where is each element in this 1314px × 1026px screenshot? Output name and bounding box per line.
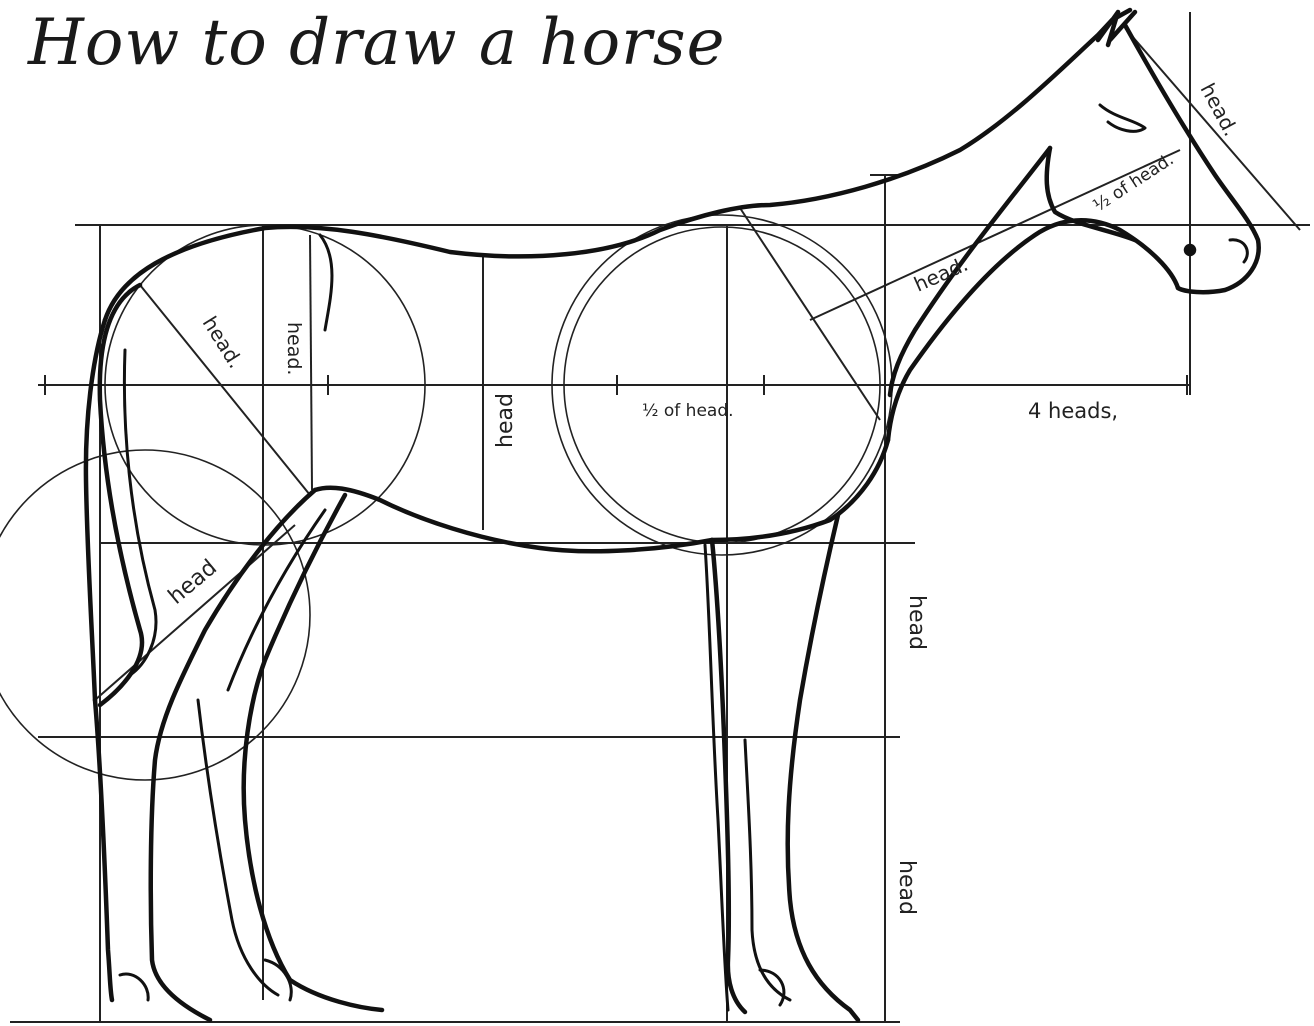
diagram-labels: head. ½ of head. head. ½ of head. 4 head…: [164, 79, 1243, 915]
guide-buttock-diagonal: [95, 525, 295, 700]
guide-circles: [0, 215, 892, 780]
horse-eye: [1100, 105, 1145, 131]
label-half-head-face: ½ of head.: [1090, 150, 1178, 217]
label-head-hind-leg: head: [164, 555, 222, 609]
label-head-front-lower: head: [894, 860, 919, 915]
horse-hind-hoof: [120, 960, 291, 1000]
horse-hind-leg-back-inner: [198, 700, 278, 995]
horse-mouth-dot: [1186, 246, 1194, 254]
label-half-head-body: ½ of head.: [642, 401, 734, 421]
horse-outline: [86, 10, 1259, 1020]
horse-tail: [100, 285, 142, 705]
horse-stifle: [320, 235, 332, 330]
horse-fore-leg-front: [788, 515, 858, 1020]
guide-poll-vertical: [310, 235, 312, 490]
label-head-hip-vertical: head.: [283, 322, 305, 375]
horse-hind-leg-front: [244, 495, 382, 1010]
horse-chest: [712, 440, 888, 540]
guide-face-line: [1125, 28, 1300, 230]
label-head-front-upper: head: [904, 595, 929, 650]
label-four-heads: 4 heads,: [1028, 399, 1118, 423]
label-head-hip-diagonal: head.: [198, 312, 248, 372]
horse-belly: [315, 488, 712, 552]
horse-hind-leg-back: [95, 700, 112, 1000]
guide-hip-diagonal: [140, 285, 310, 495]
horse-topline: [105, 10, 1130, 320]
label-head-belly: head: [493, 393, 518, 448]
horse-hind-leg-front-inner: [228, 510, 325, 690]
label-head-face: head.: [1196, 79, 1244, 140]
horse-nostril: [1230, 240, 1247, 262]
guide-lines: [10, 12, 1310, 1022]
horse-fore-leg-front-inner: [745, 740, 790, 1000]
